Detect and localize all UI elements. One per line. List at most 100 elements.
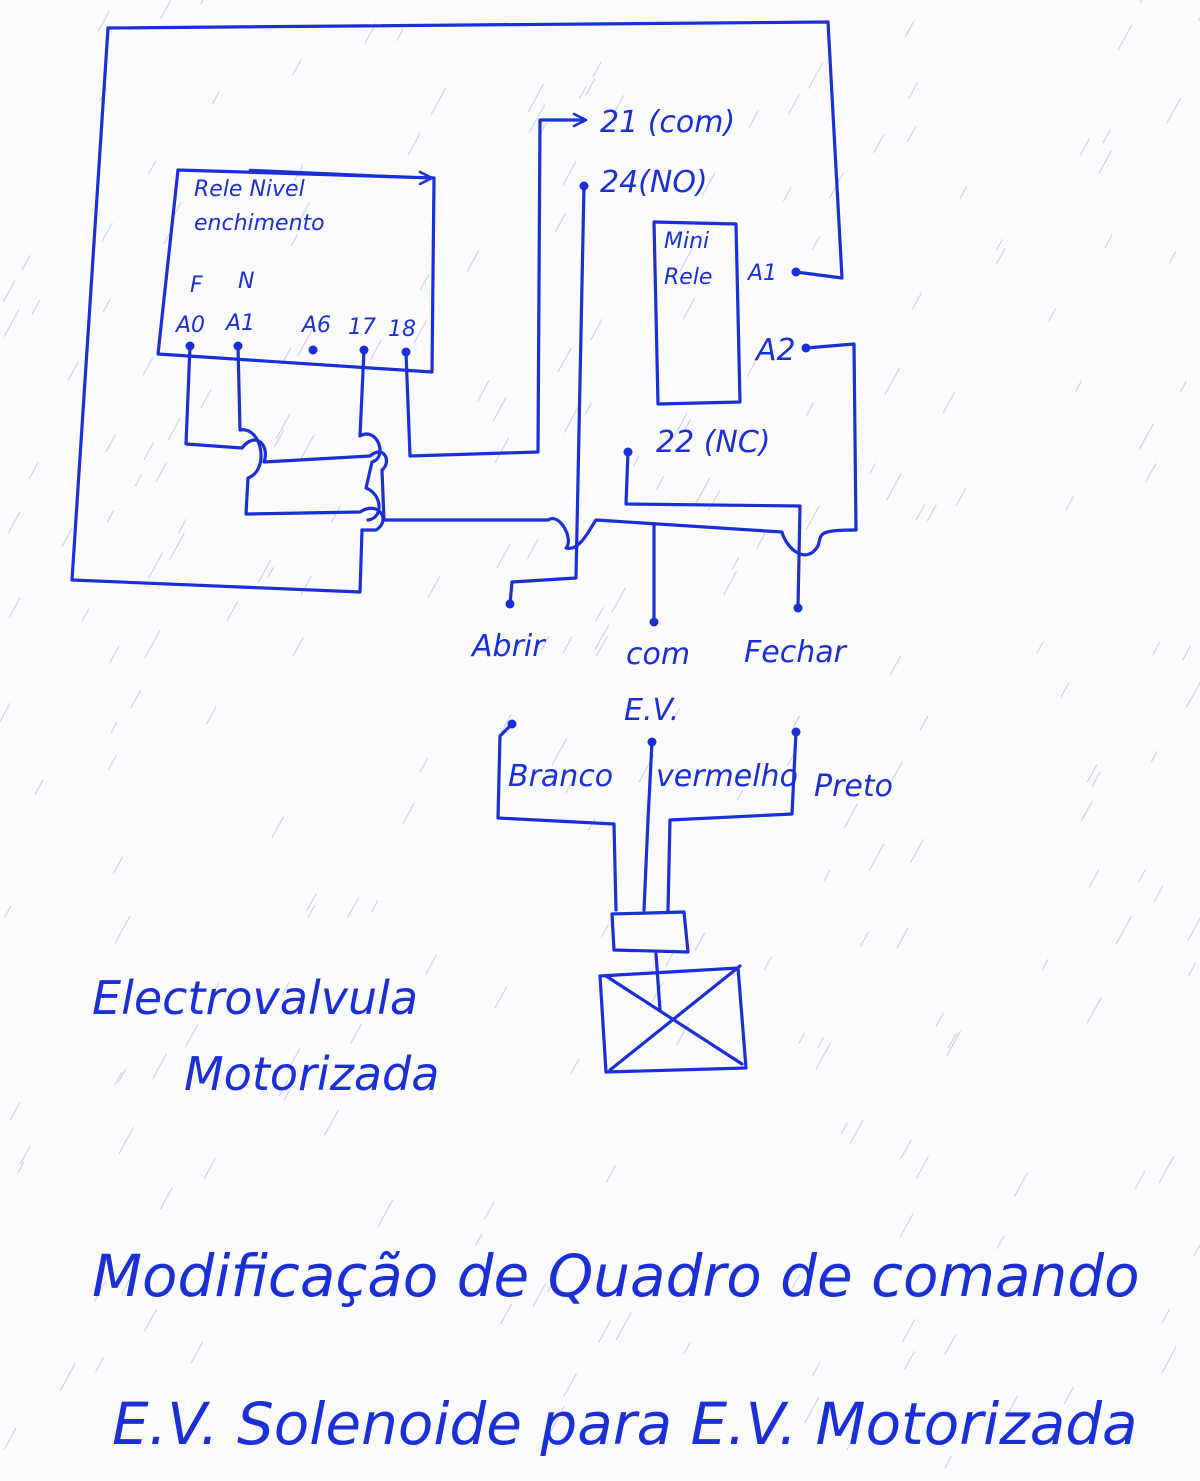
paper-hatch-mark	[588, 818, 596, 831]
paper-hatch-mark	[350, 1023, 362, 1044]
paper-hatch-mark	[1065, 495, 1075, 511]
paper-hatch-mark	[1115, 916, 1132, 944]
paper-hatch-mark	[113, 856, 123, 874]
paper-hatch-mark	[1187, 917, 1200, 941]
paper-hatch-mark	[1138, 423, 1154, 450]
mini-rele-a2-label: A2	[754, 333, 796, 368]
terminal-label-a0: A0	[174, 313, 205, 338]
paper-hatch-mark	[896, 928, 909, 949]
paper-hatch-mark	[1091, 772, 1101, 788]
paper-hatch-mark	[257, 560, 271, 584]
ev-wire-preto	[666, 730, 798, 912]
paper-hatch-mark	[169, 532, 185, 560]
paper-hatch-mark	[900, 1139, 912, 1160]
paper-hatch-mark	[585, 78, 596, 96]
paper-hatch-mark	[34, 779, 44, 796]
paper-hatch-mark	[748, 110, 759, 129]
ev-wire-branco	[496, 722, 618, 912]
paper-hatch-mark	[109, 645, 120, 663]
paper-hatch-mark	[959, 186, 968, 199]
paper-hatch-mark	[9, 1101, 21, 1121]
paper-hatch-mark	[297, 328, 313, 357]
paper-hatch-mark	[592, 61, 602, 78]
paper-hatch-mark	[570, 1058, 580, 1075]
paper-hatch-mark	[323, 1109, 339, 1136]
paper-hatch-mark	[811, 1362, 821, 1377]
paper-hatch-mark	[292, 637, 304, 657]
paper-hatch-mark	[869, 463, 877, 475]
terminal-a6-dot	[308, 345, 318, 355]
paper-hatch-mark	[307, 904, 316, 918]
paper-hatch-mark	[846, 1439, 853, 1451]
paper-hatch-mark	[532, 1283, 546, 1308]
paper-hatch-mark	[594, 624, 610, 651]
paper-hatch-mark	[672, 708, 681, 722]
paper-hatch-mark	[114, 915, 131, 944]
paper-hatch-mark	[475, 1271, 490, 1296]
paper-hatch-mark	[102, 299, 111, 313]
paper-hatch-mark	[1081, 801, 1093, 821]
paper-hatch-mark	[167, 418, 181, 441]
paper-hatch-mark	[377, 1199, 394, 1228]
paper-hatch-mark	[121, 1279, 130, 1295]
paper-hatch-mark	[808, 62, 824, 89]
paper-hatch-mark	[673, 412, 688, 438]
side-note-line-1: Electrovalvula	[92, 971, 418, 1025]
paper-hatch-mark	[4, 1427, 17, 1450]
paper-hatch-mark	[396, 29, 404, 41]
paper-hatch-mark	[274, 429, 285, 447]
mini-rele-box	[652, 220, 742, 406]
paper-hatch-mark	[805, 402, 814, 417]
paper-hatch-mark	[477, 380, 490, 402]
paper-hatch-mark	[299, 434, 315, 462]
mini-rele-a1-label: A1	[746, 261, 777, 286]
paper-hatch-mark	[3, 309, 20, 337]
footer-line-2: E.V. Solenoide para E.V. Motorizada	[112, 1390, 1138, 1458]
paper-hatch-mark	[371, 900, 379, 912]
paper-hatch-mark	[1152, 641, 1161, 656]
valve-body	[598, 964, 748, 1074]
paper-hatch-mark	[415, 1422, 431, 1448]
paper-hatch-mark	[1158, 1155, 1175, 1184]
paper-hatch-mark	[915, 1156, 929, 1180]
paper-hatch-mark	[81, 608, 90, 621]
paper-hatch-mark	[1197, 16, 1200, 22]
paper-hatch-mark	[995, 247, 1006, 265]
paper-hatch-mark	[110, 721, 118, 733]
paper-hatch-mark	[1060, 682, 1070, 698]
output-com-label: com	[626, 637, 690, 672]
paper-hatch-mark	[595, 636, 608, 657]
paper-hatch-mark	[919, 715, 929, 731]
paper-hatch-mark	[61, 527, 73, 547]
paper-hatch-mark	[528, 104, 546, 133]
paper-hatch-mark	[483, 1201, 495, 1220]
paper-hatch-mark	[584, 403, 592, 415]
paper-hatch-mark	[143, 1309, 157, 1332]
terminal-label-18: 18	[388, 317, 416, 342]
paper-hatch-mark	[926, 504, 937, 522]
paper-hatch-mark	[527, 538, 539, 559]
relay-nivel-phase-label: F	[190, 273, 203, 298]
paper-hatch-mark	[4, 905, 12, 918]
paper-hatch-mark	[267, 566, 275, 578]
paper-hatch-mark	[731, 557, 740, 570]
paper-hatch-mark	[1079, 137, 1091, 156]
paper-hatch-mark	[886, 473, 902, 501]
paper-hatch-mark	[143, 442, 155, 461]
paper-hatch-mark	[551, 738, 567, 766]
paper-hatch-mark	[190, 1341, 204, 1364]
paper-hatch-mark	[106, 510, 114, 523]
paper-hatch-mark	[1013, 1172, 1029, 1198]
paper-hatch-mark	[656, 476, 664, 490]
paper-hatch-mark	[1048, 308, 1057, 322]
paper-hatch-mark	[148, 552, 163, 579]
paper-hatch-mark	[1036, 641, 1044, 654]
paper-hatch-mark	[1193, 1244, 1200, 1257]
paper-hatch-mark	[1134, 1171, 1146, 1189]
ev-wire-branco-label: Branco	[508, 759, 613, 794]
paper-hatch-mark	[59, 1363, 76, 1392]
paper-hatch-mark	[159, 1187, 173, 1210]
paper-hatch-mark	[1138, 869, 1146, 883]
paper-hatch-mark	[211, 91, 220, 105]
